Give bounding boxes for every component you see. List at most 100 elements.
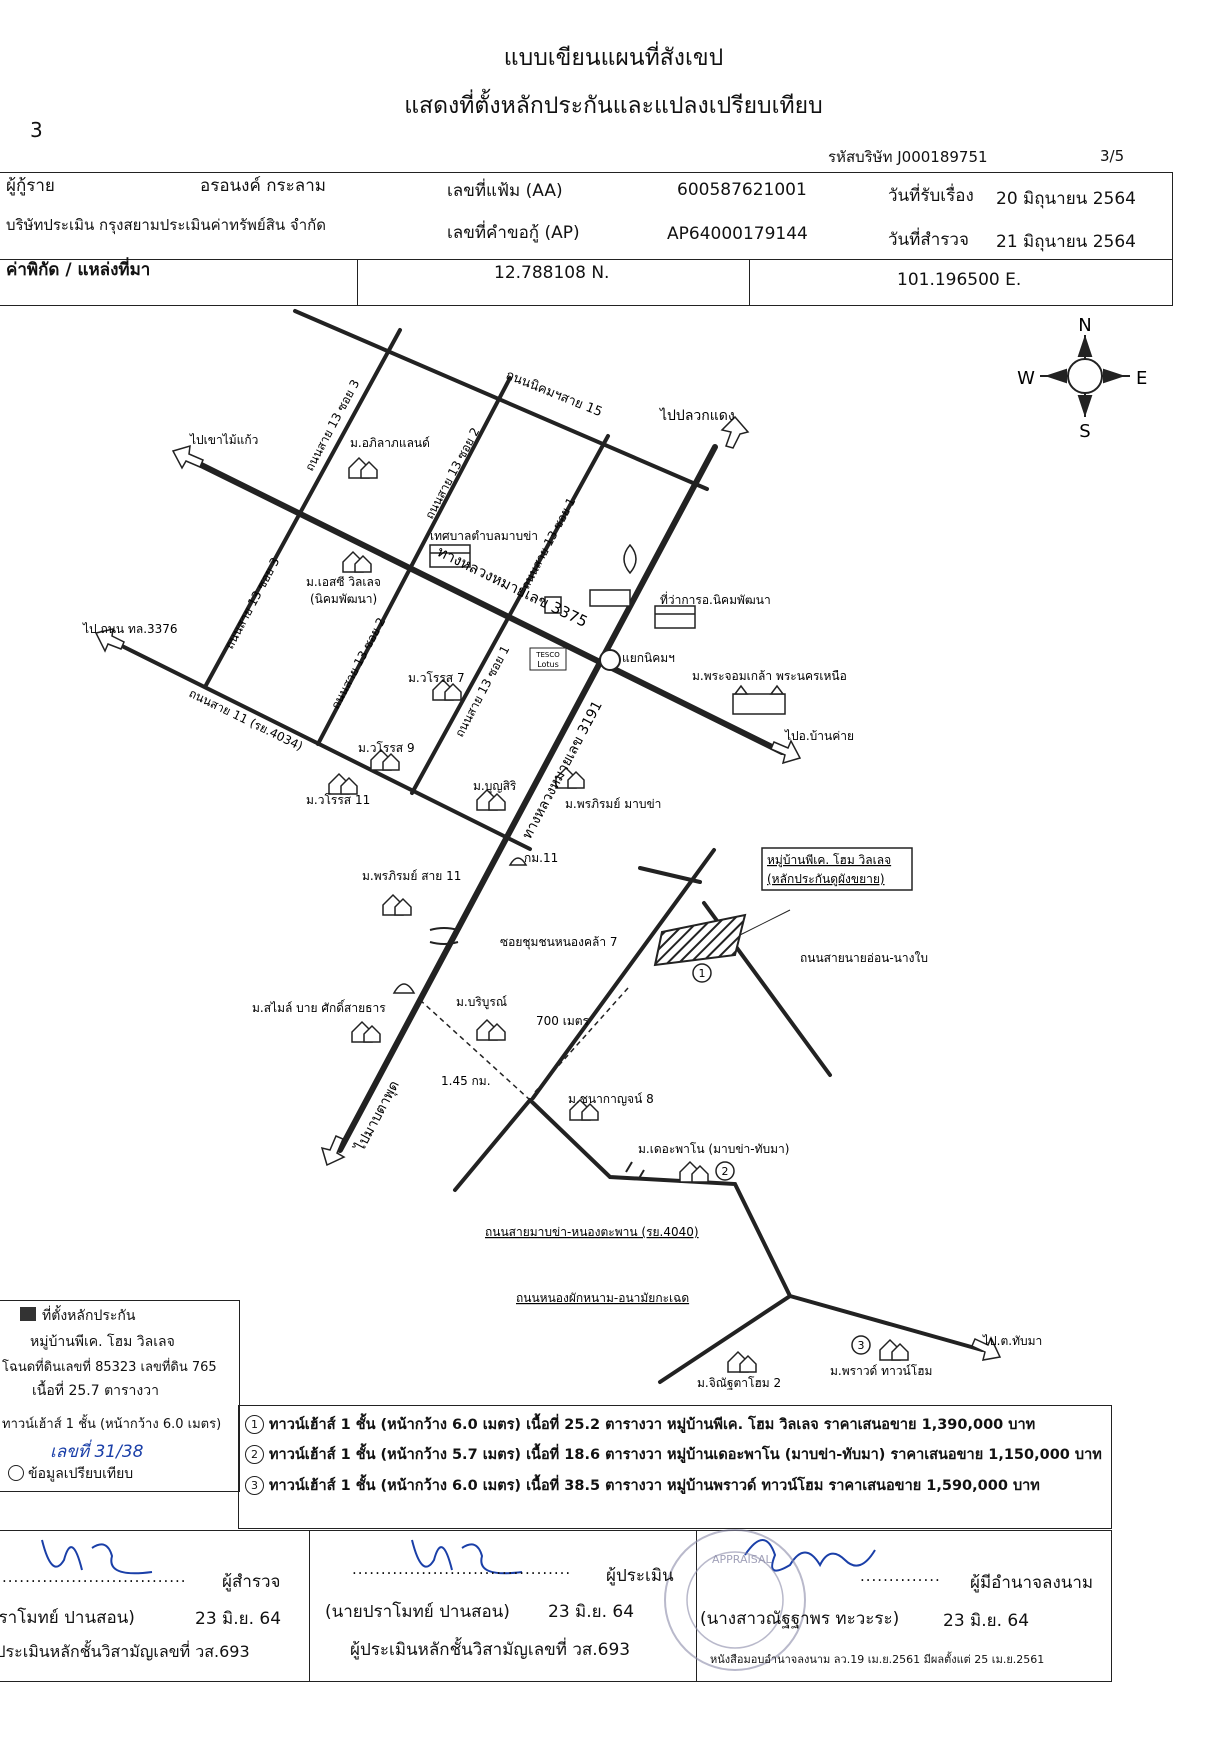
soi-link (638, 866, 702, 884)
district-office-building-icon (654, 605, 696, 629)
power-of-attorney-note: หนังสือมอบอำนาจลงนาม ลว.19 เม.ย.2561 มีผ… (710, 1653, 1045, 1666)
label-road-nai-on: ถนนสายนายอ่อน-นางใบ (800, 951, 928, 965)
label-wororot-11: ม.วโรรส 11 (306, 793, 370, 807)
house-icon-jinnarat2 (727, 1350, 757, 1373)
label-sc-village: ม.เอสซี วิลเลจ (306, 575, 381, 589)
label-pornpirom-sai11: ม.พรภิรมย์ สาย 11 (362, 869, 461, 883)
legend-line4: เนื้อที่ 25.7 ตารางวา (32, 1383, 159, 1399)
borrower-label: ผู้กู้ราย (6, 176, 55, 196)
collateral-callout-box (761, 847, 913, 891)
junction-icon (599, 649, 621, 671)
label-hwy-3191: ทางหลวงหมายเลข 3191 (519, 698, 605, 841)
legend-line6: ข้อมูลเปรียบเทียบ (28, 1466, 134, 1482)
arrow-to-ban-khai (770, 739, 802, 765)
label-road-nikhom-15: ถนนนิคมฯสาย 15 (504, 368, 605, 420)
surveyor-date: 23 มิ.ย. 64 (195, 1609, 282, 1629)
compass-north: N (1078, 315, 1091, 336)
km-marker-icon (508, 857, 528, 866)
compass-south: S (1079, 421, 1090, 442)
road-13-soi-1 (410, 434, 610, 795)
appraiser-label: ผู้ประเมิน (606, 1566, 674, 1586)
compass-rose-icon (1040, 334, 1130, 418)
label-soi3-top: ถนนสาย 13 ซอย 3 (302, 377, 362, 473)
bridge-mark-a (429, 927, 459, 931)
lotus-text: Lotus (537, 660, 559, 669)
soi-nong-khla-7 (531, 848, 716, 1100)
bank-logo-icon (544, 596, 562, 614)
map-marker-1 (692, 963, 712, 983)
collateral-leader (739, 909, 791, 936)
house-icon-smile-by (351, 1020, 381, 1043)
comparison-number-1: 1 (245, 1415, 264, 1434)
house-icon-apilapa (348, 456, 378, 479)
authorized-label: ผู้มีอำนาจลงนาม (970, 1573, 1094, 1593)
label-soi2-bottom: ถนนสาย 13 ซอย 2 (328, 615, 388, 711)
page-number: 3/5 (1100, 147, 1125, 165)
arrow-to-khao-mai-kaeo (171, 444, 204, 470)
legend-handwritten-note: เลขที่ 31/38 (50, 1442, 144, 1462)
house-icon-pornpirom-sai11 (382, 893, 412, 916)
authorized-name: (นางสาวณัฐฐาพร ทะวะระ) (700, 1609, 900, 1629)
label-chanakarn-8: ม.ชนากาญจน์ 8 (568, 1092, 654, 1106)
road-4040 (528, 1098, 793, 1384)
label-pornpirom-mabkha: ม.พรภิรมย์ มาบข่า (565, 797, 661, 811)
distance-700m (534, 987, 629, 1093)
ptt-logo-icon (623, 543, 637, 575)
road-11 (108, 638, 532, 851)
survey-label: วันที่สำรวจ (888, 230, 969, 250)
label-collateral-on-plan: (หลักประกันดูผังขยาย) (767, 872, 885, 887)
label-distance-700m: 700 เมตร (536, 1014, 590, 1028)
compass-east: E (1136, 368, 1147, 389)
arrow-to-pluak-daeng (720, 415, 750, 449)
comparison-number-3: 3 (245, 1476, 264, 1495)
label-boonsiri: ม.บุญสิริ (473, 779, 517, 794)
survey-date: 21 มิถุนายน 2564 (996, 232, 1136, 252)
legend-hatch-swatch (20, 1307, 36, 1321)
compass-west: W (1017, 368, 1035, 389)
map-marker-3-text: 3 (858, 1339, 865, 1352)
latitude: 12.788108 N. (494, 263, 610, 283)
map-marker-2-text: 2 (722, 1165, 729, 1178)
label-soi2-top: ถนนสาย 13 ซอย 2 (422, 425, 482, 521)
comparison-row-2: 2 ทาวน์เฮ้าส์ 1 ชั้น (หน้ากว้าง 5.7 เมตร… (245, 1443, 1102, 1466)
label-the-a-panel: ม.เดอะพาโน (มาบข่า-ทับมา) (638, 1142, 789, 1156)
arrow-to-hwy-3376 (94, 628, 125, 653)
house-icon-prowd (879, 1338, 909, 1361)
label-to-pluak-daeng: ไปปลวกแดง (659, 407, 735, 424)
legend-line5: ทาวน์เฮ้าส์ 1 ชั้น (หน้ากว้าง 6.0 เมตร) (2, 1417, 222, 1432)
label-prowd: ม.พราวด์ ทาวน์โฮม (830, 1364, 932, 1378)
label-to-ban-khai: ไปอ.บ้านค่าย (784, 729, 854, 743)
comparison-number-2: 2 (245, 1445, 264, 1464)
highway-3191 (337, 444, 718, 1153)
tesco-lotus-logo (529, 647, 567, 671)
document-title: แบบเขียนแผนที่สังเขป (503, 45, 724, 71)
comparison-text-1: ทาวน์เฮ้าส์ 1 ชั้น (หน้ากว้าง 6.0 เมตร) … (269, 1417, 1036, 1433)
label-to-hwy-3376: ไป ถนน ทล.3376 (82, 622, 178, 636)
coordinates-label: ค่าพิกัด / แหล่งที่มา (6, 260, 151, 280)
label-boriboon: ม.บริบูรณ์ (456, 995, 507, 1010)
appraiser-company: บริษัทประเมิน กรุงสยามประเมินค่าทรัพย์สิ… (6, 216, 326, 234)
distance-1-45km (419, 999, 531, 1101)
loan-request-label: เลขที่คำขอกู้ (AP) (447, 223, 580, 243)
legend-line1: ที่ตั้งหลักประกัน (42, 1308, 136, 1324)
appraiser-license: ผู้ประเมินหลักชั้นวิสามัญเลขที่ วส.693 (350, 1640, 631, 1660)
bridge-mark-c (625, 1161, 645, 1181)
label-pk-home-village: หมู่บ้านพีเค. โฮม วิลเลจ (767, 853, 891, 868)
label-apilapa-land: ม.อภิลาภแลนด์ (350, 436, 430, 450)
surveyor-dots: ................................ (2, 1568, 187, 1586)
company-code: รหัสบริษัท J000189751 (828, 148, 988, 166)
legend-line3: โฉนดที่ดินเลขที่ 85323 เลขที่ดิน 765 (2, 1360, 217, 1375)
appraiser-date: 23 มิ.ย. 64 (548, 1602, 635, 1622)
label-college: ม.พระจอมเกล้า พระนครเหนือ (692, 669, 847, 683)
house-icon-the-a-panel (679, 1160, 709, 1183)
road-nikhom-15 (293, 309, 709, 491)
house-icon-boonsiri (476, 788, 506, 811)
house-icon-chanakarn8 (569, 1098, 599, 1121)
house-icon-wororot7 (432, 678, 462, 701)
label-wororot-9: ม.วโรรส 9 (358, 741, 415, 755)
received-date: 20 มิถุนายน 2564 (996, 189, 1136, 209)
comparison-text-2: ทาวน์เฮ้าส์ 1 ชั้น (หน้ากว้าง 5.7 เมตร) … (269, 1447, 1102, 1463)
label-jinnarat-2: ม.จิณัฐตาโฮม 2 (697, 1376, 781, 1390)
surveyor-license: ผู้ประเมินหลักชั้นวิสามัญเลขที่ วส.693 (0, 1642, 250, 1661)
